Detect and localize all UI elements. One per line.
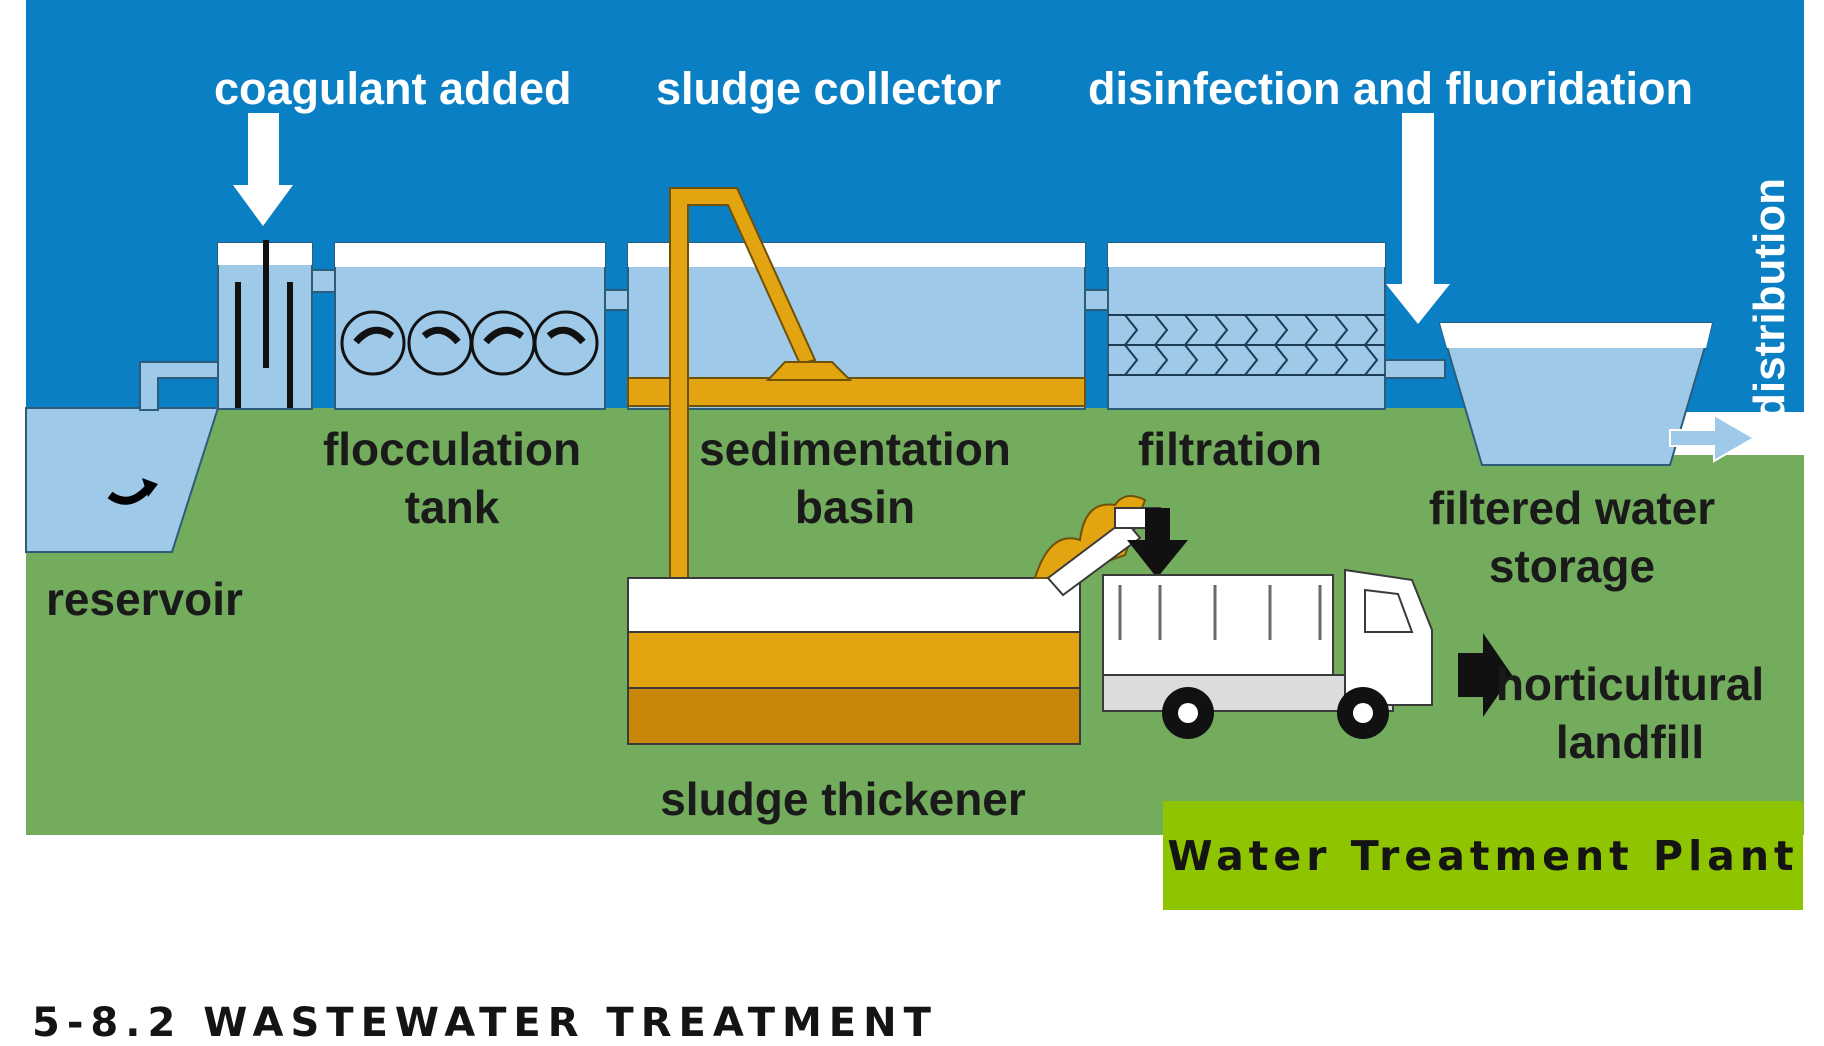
flocculation-label-line1: flocculation bbox=[323, 423, 581, 475]
flocculation-tank bbox=[334, 242, 606, 410]
section-heading: 5-8.2 WASTEWATER TREATMENT bbox=[32, 1000, 938, 1046]
mixer-rods bbox=[235, 240, 293, 408]
filtration-tank bbox=[1107, 242, 1386, 410]
caption-box: Water Treatment Plant bbox=[1163, 801, 1803, 910]
landfill-arrow-icon bbox=[1458, 633, 1512, 717]
distribution-label: distribution bbox=[1745, 178, 1794, 420]
tank-connectors bbox=[311, 269, 1446, 379]
rotation-arrow-icons bbox=[353, 326, 586, 345]
sludge-thickener-top bbox=[627, 577, 1081, 633]
sludge-thickener-label: sludge thickener bbox=[660, 773, 1026, 825]
disinfection-arrow-icon bbox=[1386, 113, 1450, 324]
filter-media bbox=[1108, 314, 1385, 376]
load-arrow-icon bbox=[1127, 508, 1188, 578]
reservoir-label: reservoir bbox=[46, 573, 243, 625]
coagulant-arrow-icon bbox=[233, 113, 293, 226]
sludge-thickener-middle bbox=[627, 631, 1081, 689]
filtration-label: filtration bbox=[1138, 423, 1322, 475]
horticultural-label-line2: landfill bbox=[1556, 716, 1704, 768]
distribution-arrow-icon bbox=[1669, 413, 1757, 463]
swirl-arrow-icon bbox=[107, 478, 158, 505]
caption-title: Water Treatment Plant bbox=[1167, 831, 1799, 880]
coagulant-label: coagulant added bbox=[214, 63, 572, 114]
filtration-tank-top bbox=[1108, 243, 1385, 267]
filtered-storage-label-line2: storage bbox=[1489, 540, 1655, 592]
disinfection-label: disinfection and fluoridation bbox=[1088, 63, 1693, 114]
sedimentation-label-line1: sedimentation bbox=[699, 423, 1011, 475]
sedimentation-label-line2: basin bbox=[795, 481, 915, 533]
flocculation-label-line2: tank bbox=[405, 481, 500, 533]
storage-tank-top bbox=[1440, 323, 1712, 348]
flocculation-tank-top bbox=[335, 243, 605, 267]
dump-truck bbox=[1102, 568, 1433, 739]
flocculation-paddles bbox=[340, 310, 599, 376]
sludge-thickener-bottom bbox=[627, 687, 1081, 745]
conveyor-chute bbox=[1046, 518, 1142, 597]
sludge-layer bbox=[627, 377, 1086, 407]
sedimentation-basin-top bbox=[628, 243, 1085, 267]
filtered-storage-label-line1: filtered water bbox=[1429, 482, 1715, 534]
horticultural-label-line1: horticultural bbox=[1496, 658, 1764, 710]
sludge-collector-label: sludge collector bbox=[656, 63, 1001, 114]
